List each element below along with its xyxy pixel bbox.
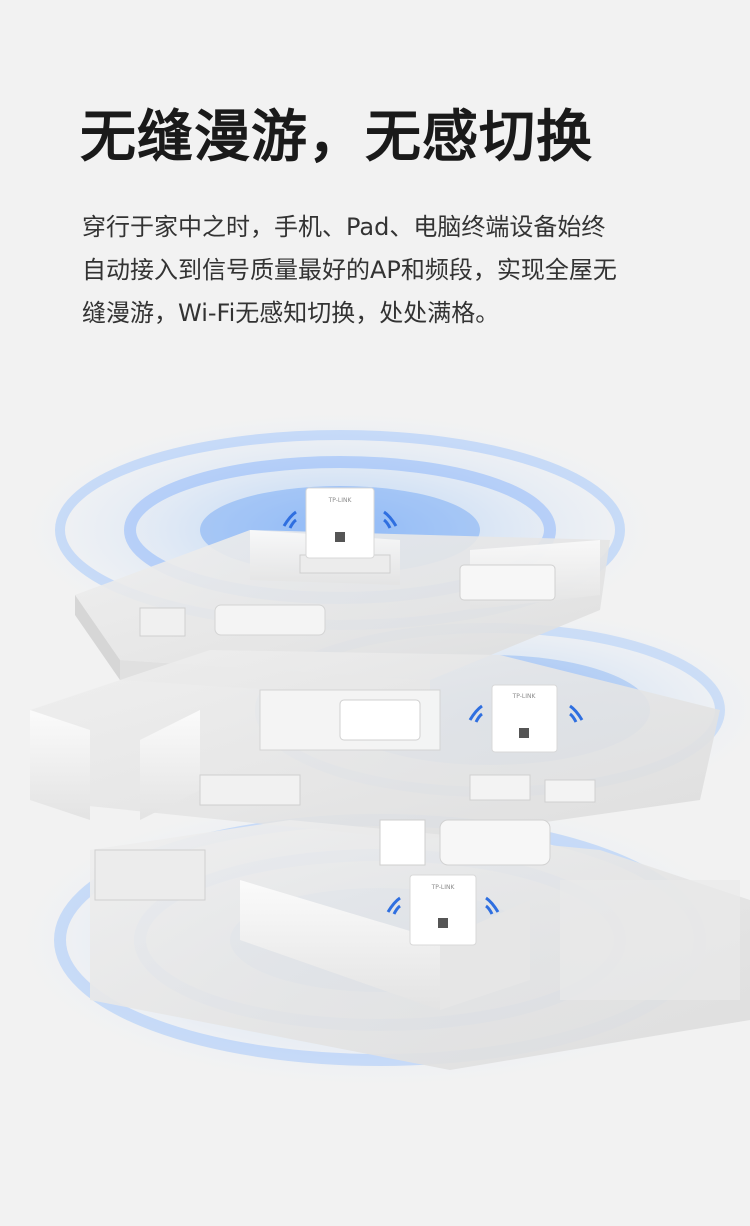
wifi-signal-icon [386,896,500,915]
house-wifi-illustration: TP-LINK TP-LINK TP-LINK [10,410,750,1090]
wifi-signal-icon [468,704,584,723]
description-line: 穿行于家中之时，手机、Pad、电脑终端设备始终 [82,213,606,241]
device-brand-label: TP-LINK [431,884,456,891]
page-headline: 无缝漫游，无感切换 [80,105,593,170]
wifi-signal-icon [282,510,398,529]
access-point-lower: TP-LINK [386,874,500,946]
device-brand-label: TP-LINK [328,497,353,504]
description-paragraph: 穿行于家中之时，手机、Pad、电脑终端设备始终 自动接入到信号质量最好的AP和频… [82,206,682,335]
device-brand-label: TP-LINK [512,693,537,700]
access-point-upper: TP-LINK [282,487,398,559]
access-point-middle: TP-LINK [468,684,584,753]
description-line: 缝漫游，Wi-Fi无感知切换，处处满格。 [82,299,500,327]
description-line: 自动接入到信号质量最好的AP和频段，实现全屋无 [82,256,617,284]
